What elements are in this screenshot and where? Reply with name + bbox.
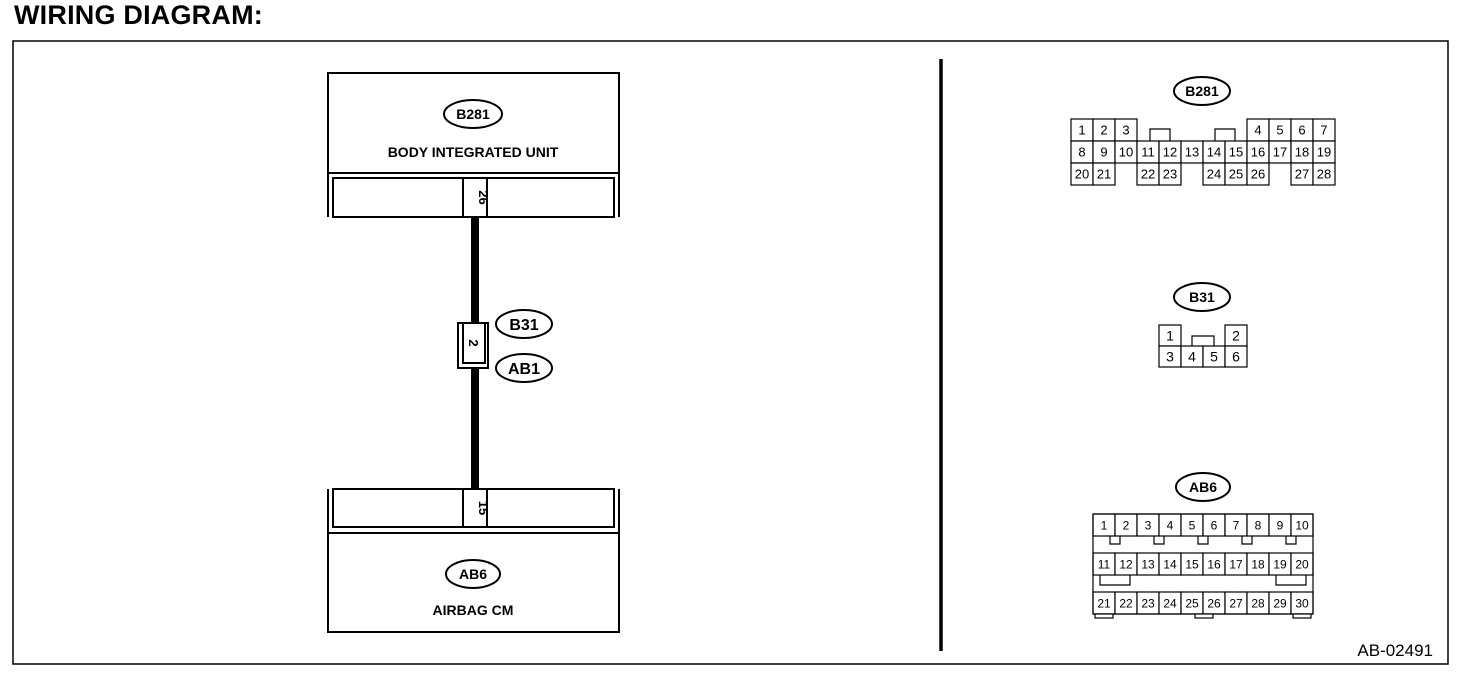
connector-bubble-b31 [495,309,553,339]
pin-cell [1312,162,1336,186]
pin-number: 5 [1210,349,1218,365]
pin-cell [1224,345,1248,368]
connector-label-b281: B281 [456,106,490,122]
view-label-b281: B281 [1185,83,1219,99]
pin-number: 5 [1189,518,1196,532]
connector-bubble-ab6 [445,559,501,589]
pin-number: 11 [1098,557,1111,571]
pin-number: 11 [1141,145,1155,160]
pin-number: 16 [1207,557,1221,571]
pin-number: 28 [1251,596,1265,610]
view-label-b31: B31 [1189,289,1215,305]
pin-number: 3 [1122,123,1129,138]
pin-number: 18 [1251,557,1265,571]
pin-number: 25 [1229,167,1243,182]
pin-number: 6 [1211,518,1218,532]
pin-number: 2 [1123,518,1130,532]
pin-number: 23 [1141,596,1155,610]
pin-number: 23 [1163,167,1177,182]
pin-number: 7 [1233,518,1240,532]
pin-number: 4 [1167,518,1174,532]
connector-bubble-ab1 [495,353,553,383]
pin-number: 28 [1317,167,1331,182]
pin-number: 21 [1097,167,1111,182]
pin-number: 12 [1119,557,1133,571]
pin-number: 1 [1078,123,1085,138]
pin-number: 17 [1273,145,1287,160]
pin-number: 9 [1277,518,1284,532]
pin-number: 1 [1101,518,1108,532]
body-integrated-unit: B281 BODY INTEGRATED UNIT 26 [327,72,620,218]
pin-number: 14 [1207,145,1221,160]
pin-number: 6 [1298,123,1305,138]
pin-number: 8 [1078,145,1085,160]
pin-number: 2 [1100,123,1107,138]
pin-number: 7 [1320,123,1327,138]
pin-number: 17 [1229,557,1243,571]
pin-number: 24 [1163,596,1177,610]
pin-number: 30 [1295,596,1309,610]
pin-number: 20 [1295,557,1309,571]
pin-number: 10 [1295,518,1309,532]
diagram-frame [12,40,1449,665]
pin-number: 22 [1141,167,1155,182]
pin-number: 6 [1232,349,1240,365]
pin-number: 3 [1145,518,1152,532]
view-label-ab6: AB6 [1189,479,1217,495]
pin-number: 5 [1276,123,1283,138]
pin-number: 22 [1119,596,1133,610]
pin-number: 20 [1075,167,1089,182]
inline-terminal-label: 2 [466,339,481,346]
view-bubble-b281 [1173,76,1231,106]
connector-label-b31: B31 [509,317,538,334]
diagram-heading: WIRING DIAGRAM: [14,0,263,30]
pin-cell [1092,162,1116,186]
pin-number: 4 [1188,349,1196,365]
pin-number: 27 [1229,596,1243,610]
upper-terminal-box [462,177,488,218]
pin-number: 13 [1185,145,1199,160]
pin-number: 18 [1295,145,1309,160]
airbag-cm-unit: 15 AB6 AIRBAG CM [327,488,620,633]
pin-number: 27 [1295,167,1309,182]
pin-number: 21 [1097,596,1111,610]
pin-number: 14 [1163,557,1177,571]
pin-number: 24 [1207,167,1221,182]
pin-number: 8 [1255,518,1262,532]
unit-name-body-integrated: BODY INTEGRATED UNIT [388,144,559,160]
connector-bubble-b281 [443,99,503,129]
pin-cell [1246,162,1270,186]
pin-number: 25 [1185,596,1199,610]
lower-terminal-box [462,488,488,528]
pin-number: 3 [1166,349,1174,365]
pin-number: 1 [1166,328,1174,344]
inline-connector-b31-ab1: 2 B31 AB1 [457,309,553,383]
pin-cell [1158,162,1182,186]
pin-number: 19 [1317,145,1331,160]
view-bubble-b31 [1173,282,1231,312]
unit-name-airbag-cm: AIRBAG CM [433,602,514,618]
pin-number: 15 [1229,145,1243,160]
pin-number: 16 [1251,145,1265,160]
pin-number: 29 [1273,596,1287,610]
pin-number: 4 [1254,123,1261,138]
view-bubble-ab6 [1175,472,1231,502]
pin-number: 10 [1119,145,1133,160]
terminal-label-26: 26 [476,190,491,204]
pin-number: 15 [1185,557,1199,571]
figure-id: AB-02491 [1357,641,1433,660]
pin-number: 13 [1141,557,1155,571]
connector-label-ab6: AB6 [459,566,487,582]
pin-number: 19 [1273,557,1287,571]
pin-number: 26 [1251,167,1265,182]
pin-number: 12 [1163,145,1177,160]
pin-number: 2 [1232,328,1240,344]
pin-number: 9 [1100,145,1107,160]
pin-number: 26 [1207,596,1221,610]
terminal-label-15: 15 [476,501,491,515]
connector-label-ab1: AB1 [508,361,540,378]
